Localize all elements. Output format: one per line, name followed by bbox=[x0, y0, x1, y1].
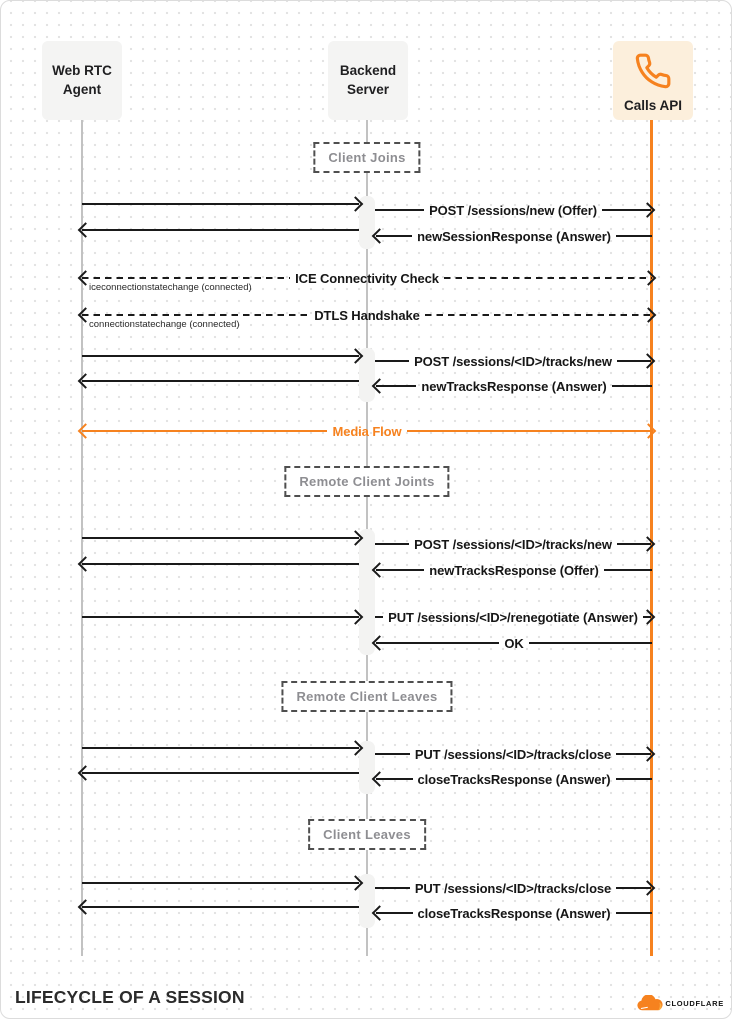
line bbox=[375, 752, 410, 756]
arrowhead-right-icon bbox=[640, 270, 657, 286]
line bbox=[375, 359, 410, 363]
line bbox=[616, 359, 651, 363]
line bbox=[82, 354, 359, 358]
line bbox=[376, 641, 500, 645]
line bbox=[82, 562, 359, 566]
line bbox=[375, 886, 410, 890]
brand-name: CLOUDFLARE bbox=[665, 999, 724, 1008]
message-label: POST /sessions/<ID>/tracks/new bbox=[414, 536, 612, 552]
note-iceconnectionstatechange: iceconnectionstatechange (connected) bbox=[89, 282, 252, 293]
message-label: OK bbox=[504, 635, 524, 651]
line bbox=[616, 886, 651, 890]
section-client-joins: Client Joins bbox=[313, 142, 421, 173]
line bbox=[82, 202, 359, 206]
line bbox=[528, 641, 652, 645]
line bbox=[82, 905, 359, 909]
activation-bar bbox=[359, 741, 375, 794]
actor-calls-api: Calls API bbox=[613, 41, 693, 120]
section-remote-client-joins: Remote Client Joints bbox=[284, 466, 450, 497]
message-label: Media Flow bbox=[332, 423, 402, 439]
message-label: newTracksResponse (Offer) bbox=[429, 562, 599, 578]
line bbox=[615, 911, 653, 915]
message-label: POST /sessions/<ID>/tracks/new bbox=[414, 353, 612, 369]
line bbox=[82, 771, 359, 775]
message-label: DTLS Handshake bbox=[314, 307, 420, 323]
line bbox=[82, 276, 291, 280]
line bbox=[376, 234, 413, 238]
message-label: PUT /sessions/<ID>/tracks/close bbox=[414, 880, 612, 896]
page-title: LIFECYCLE OF A SESSION bbox=[15, 987, 245, 1007]
message-label: POST /sessions/new (Offer) bbox=[429, 202, 597, 218]
line bbox=[82, 881, 359, 885]
line bbox=[376, 384, 417, 388]
line bbox=[376, 777, 413, 781]
arrowhead-right-icon bbox=[640, 423, 657, 439]
line bbox=[82, 429, 328, 433]
activation-bar bbox=[359, 196, 375, 249]
line bbox=[611, 384, 652, 388]
line bbox=[642, 615, 651, 619]
actor-label: Calls API bbox=[623, 98, 683, 113]
line bbox=[82, 615, 359, 619]
line bbox=[616, 752, 651, 756]
message-label: newSessionResponse (Answer) bbox=[417, 228, 611, 244]
cloudflare-logo: CLOUDFLARE bbox=[636, 995, 724, 1012]
arrowhead-right-icon bbox=[640, 307, 657, 323]
note-connectionstatechange: connectionstatechange (connected) bbox=[89, 319, 240, 330]
line bbox=[601, 208, 652, 212]
actor-webrtc-agent: Web RTC Agent bbox=[42, 41, 122, 120]
line bbox=[376, 568, 425, 572]
line bbox=[375, 208, 425, 212]
phone-icon bbox=[635, 53, 671, 89]
line bbox=[406, 429, 652, 433]
line bbox=[603, 568, 653, 572]
section-client-leaves: Client Leaves bbox=[308, 819, 426, 850]
message-label: closeTracksResponse (Answer) bbox=[417, 771, 611, 787]
section-remote-client-leaves: Remote Client Leaves bbox=[281, 681, 453, 712]
line bbox=[443, 276, 653, 280]
line bbox=[375, 542, 410, 546]
message-label: closeTracksResponse (Answer) bbox=[417, 905, 611, 921]
message-label: newTracksResponse (Answer) bbox=[421, 378, 607, 394]
message-label: ICE Connectivity Check bbox=[295, 270, 439, 286]
line bbox=[424, 313, 653, 317]
line bbox=[615, 234, 652, 238]
lifeline-calls-api bbox=[650, 120, 653, 956]
actor-backend-server: Backend Server bbox=[328, 41, 408, 120]
line bbox=[615, 777, 653, 781]
line bbox=[375, 615, 384, 619]
actor-label: Web RTC Agent bbox=[52, 63, 112, 97]
line bbox=[82, 746, 359, 750]
activation-bar bbox=[359, 348, 375, 402]
cloudflare-cloud-icon bbox=[637, 995, 663, 1011]
activation-bar bbox=[359, 529, 375, 655]
line bbox=[376, 911, 413, 915]
line bbox=[616, 542, 651, 546]
line bbox=[82, 228, 359, 232]
line bbox=[82, 379, 359, 383]
message-label: PUT /sessions/<ID>/tracks/close bbox=[414, 746, 612, 762]
activation-bar bbox=[359, 874, 375, 928]
message-label: PUT /sessions/<ID>/renegotiate (Answer) bbox=[388, 609, 638, 625]
line bbox=[82, 536, 359, 540]
line bbox=[82, 313, 310, 317]
actor-label: Backend Server bbox=[339, 63, 397, 97]
